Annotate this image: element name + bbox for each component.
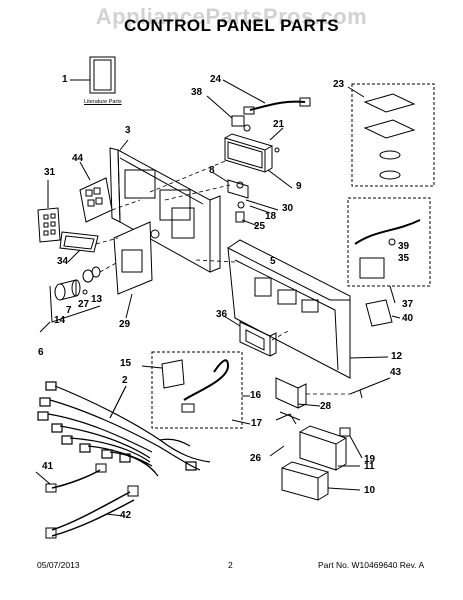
callout-38: 38 — [191, 87, 203, 98]
callout-6: 6 — [38, 347, 44, 358]
callout-18: 18 — [265, 211, 277, 222]
callout-12: 12 — [391, 351, 403, 362]
callout-21: 21 — [273, 119, 285, 130]
literature-label: Literature Parts — [84, 99, 122, 105]
console-panel — [109, 139, 221, 273]
callout-5: 5 — [270, 256, 276, 267]
callout-9: 9 — [296, 181, 302, 192]
callout-40: 40 — [402, 313, 414, 324]
explosion-lines — [95, 159, 350, 395]
callout-39: 39 — [398, 241, 410, 252]
harness-small — [222, 79, 311, 115]
callout-16: 16 — [250, 390, 262, 401]
plate-29 — [113, 221, 160, 319]
callout-25: 25 — [254, 221, 266, 232]
callout-31: 31 — [44, 167, 56, 178]
control-box — [269, 411, 363, 501]
callout-13: 13 — [91, 294, 103, 305]
overlay-31 — [37, 180, 61, 243]
bracket-36 — [223, 315, 277, 357]
callout-41: 41 — [42, 461, 54, 472]
callout-7: 7 — [66, 305, 72, 316]
pad-40 — [365, 299, 401, 327]
callout-24: 24 — [210, 74, 222, 85]
callout-2: 2 — [122, 375, 128, 386]
keypad-44 — [79, 161, 113, 223]
display-module — [224, 127, 293, 189]
footer-date: 05/07/2013 — [37, 560, 80, 570]
callout-14: 14 — [54, 315, 66, 326]
screw-43 — [349, 377, 391, 399]
watermark: AppliancePartsPros.com — [95, 4, 368, 29]
console-frame — [227, 239, 389, 379]
bracket-28 — [275, 377, 321, 409]
callout-28: 28 — [320, 401, 332, 412]
group-37 — [347, 197, 431, 304]
lens-34 — [59, 231, 99, 263]
callout-11: 11 — [364, 461, 375, 472]
callout-34: 34 — [57, 256, 69, 267]
footer-part-number: Part No. W10469640 Rev. A — [318, 560, 425, 570]
harness-41 — [35, 463, 107, 493]
callout-3: 3 — [125, 125, 131, 136]
group-23 — [347, 83, 435, 187]
callout-8: 8 — [209, 165, 215, 176]
callout-15: 15 — [120, 358, 132, 369]
callout-35: 35 — [398, 253, 410, 264]
callout-36: 36 — [216, 309, 228, 320]
callout-30: 30 — [282, 203, 294, 214]
callout-29: 29 — [119, 319, 131, 330]
callout-27: 27 — [78, 299, 90, 310]
harness-42 — [45, 485, 139, 539]
callout-10: 10 — [364, 485, 376, 496]
callout-26: 26 — [250, 453, 262, 464]
clip-25 — [235, 211, 259, 227]
callout-37: 37 — [402, 299, 414, 310]
clip-38 — [206, 95, 251, 132]
callout-19: 19 — [364, 454, 376, 465]
callout-23: 23 — [333, 79, 345, 90]
group-16 — [141, 351, 251, 429]
callout-1: 1 — [62, 74, 68, 85]
callout-43: 43 — [390, 367, 402, 378]
page-title: CONTROL PANEL PARTS — [123, 16, 340, 35]
callout-17: 17 — [251, 418, 263, 429]
literature-booklet — [70, 56, 116, 94]
bracket-18 — [211, 171, 279, 214]
footer-page: 2 — [228, 560, 233, 570]
main-harness — [37, 381, 211, 477]
callout-44: 44 — [72, 153, 84, 164]
callout-42: 42 — [120, 510, 132, 521]
